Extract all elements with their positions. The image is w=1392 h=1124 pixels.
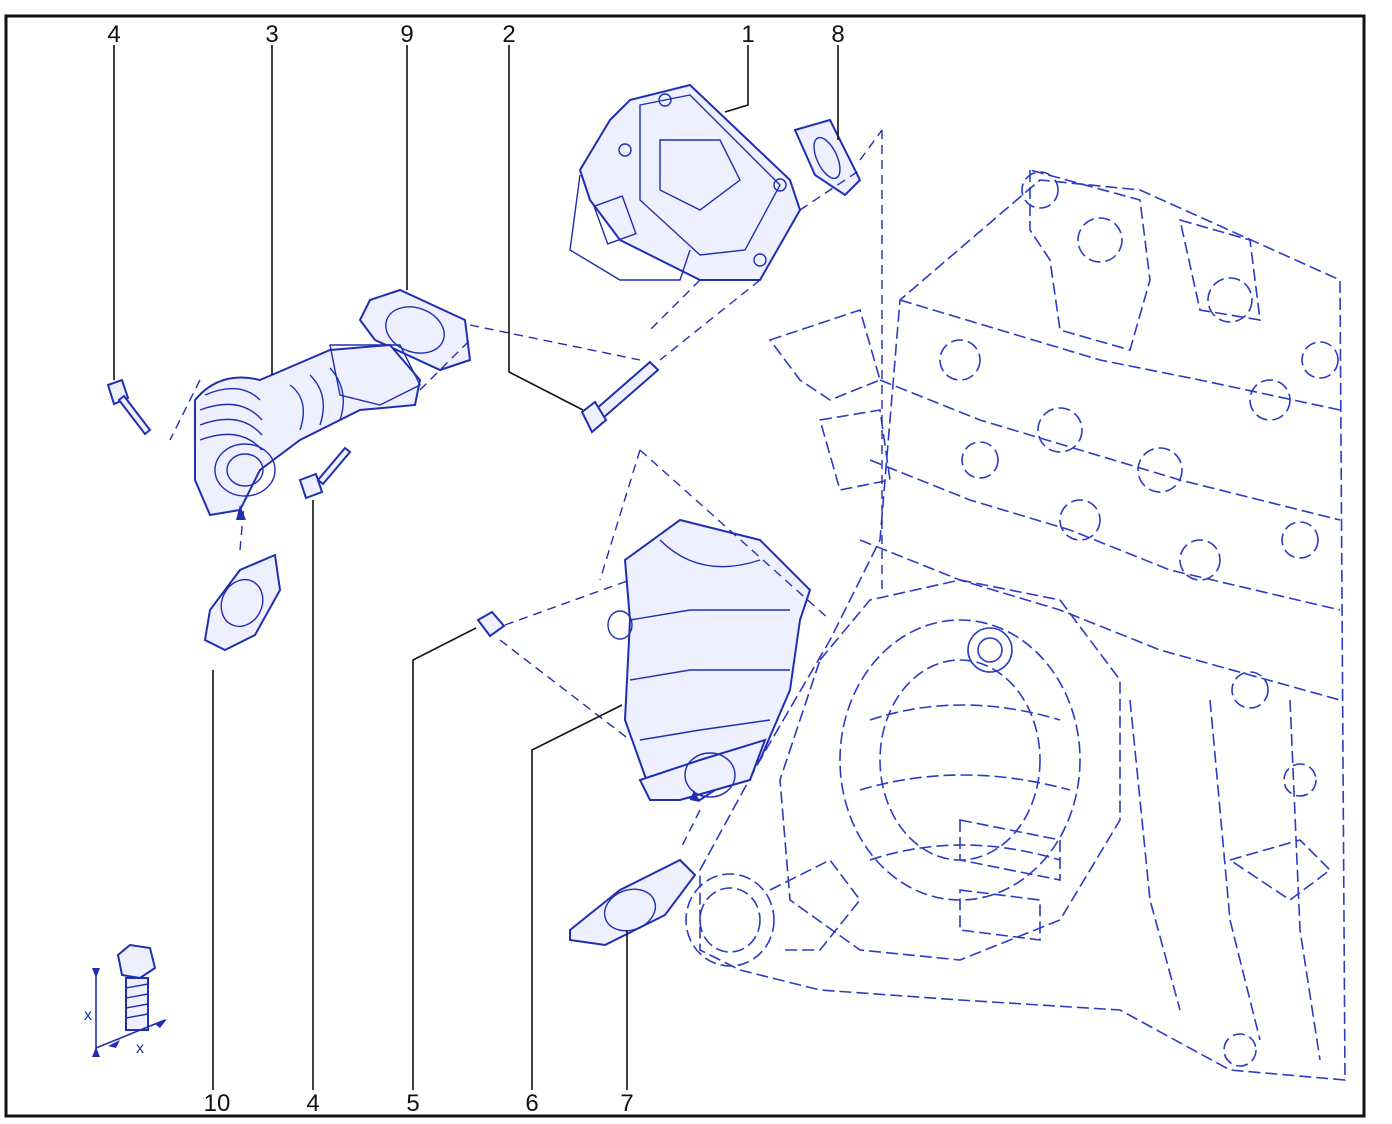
callout-3: 3 bbox=[265, 21, 278, 48]
diagram-border bbox=[4, 14, 1366, 1118]
part-gasket-10 bbox=[203, 504, 282, 652]
callout-1: 1 bbox=[741, 21, 754, 48]
callout-7: 7 bbox=[620, 1090, 633, 1117]
leader-lines bbox=[113, 45, 839, 1090]
callout-10: 10 bbox=[204, 1090, 231, 1117]
part-egr-pipe bbox=[169, 339, 471, 517]
callout-5: 5 bbox=[406, 1090, 419, 1117]
bolt-dimension-legend: x x bbox=[84, 943, 167, 1057]
callout-9: 9 bbox=[400, 21, 413, 48]
part-long-bolt bbox=[580, 360, 660, 434]
part-bolt-upper bbox=[106, 378, 152, 436]
part-egr-cooler bbox=[599, 449, 831, 851]
dimension-label-vertical: x bbox=[84, 1007, 92, 1024]
callout-4-top: 4 bbox=[107, 21, 120, 48]
dimension-label-horizontal: x bbox=[136, 1040, 144, 1057]
part-gasket-7 bbox=[569, 858, 697, 947]
callout-4-bottom: 4 bbox=[306, 1090, 319, 1117]
part-gasket-8 bbox=[793, 118, 883, 211]
part-gasket-9 bbox=[358, 288, 641, 372]
callout-2: 2 bbox=[502, 21, 515, 48]
engine-block bbox=[685, 130, 1346, 1081]
callouts-top: 4 3 9 2 1 8 bbox=[107, 21, 844, 48]
part-bolt-lower bbox=[298, 446, 352, 500]
callout-6: 6 bbox=[525, 1090, 538, 1117]
part-egr-valve bbox=[569, 83, 802, 361]
part-nut bbox=[476, 579, 631, 741]
callout-8: 8 bbox=[831, 21, 844, 48]
callouts-bottom: 10 4 5 6 7 bbox=[204, 1090, 634, 1117]
